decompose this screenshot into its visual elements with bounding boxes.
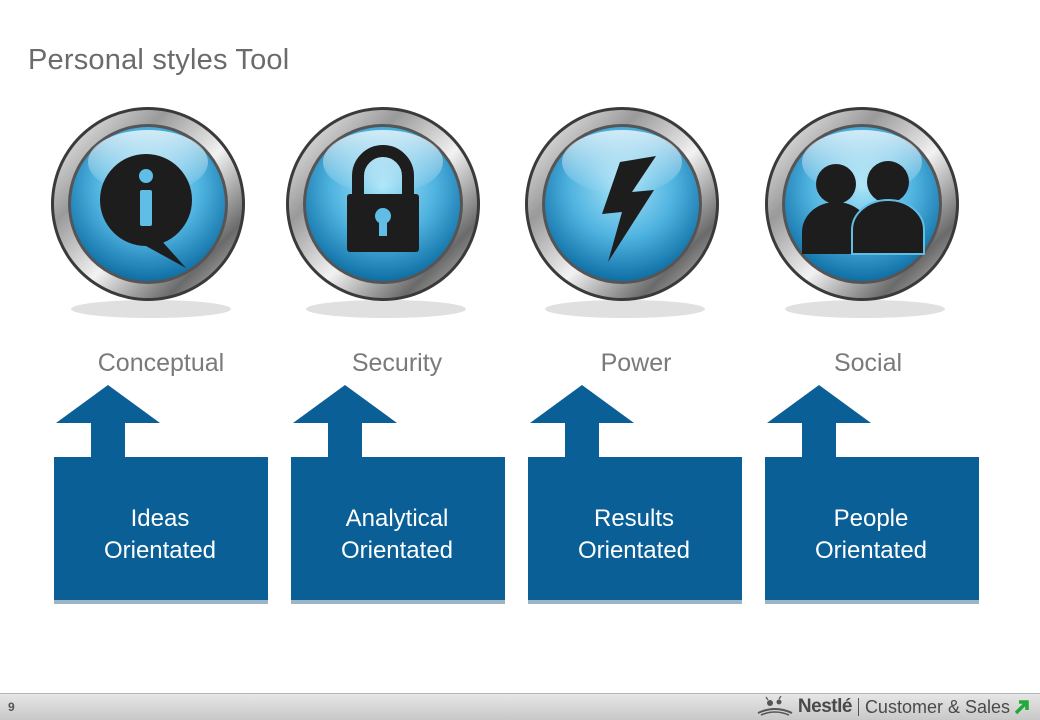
orientation-line1: People: [833, 505, 909, 532]
footer-bar: 9 Nestlé Customer & Sales: [0, 693, 1040, 720]
brand-name: Nestlé: [797, 696, 853, 717]
orientation-line2: Orientated: [577, 537, 691, 564]
brand-logo: Nestlé Customer & Sales: [755, 695, 1030, 719]
orientation-text-ideas: Ideas Orientated: [52, 503, 268, 567]
orientation-line1: Analytical: [345, 505, 449, 532]
arrow-up-right-icon: [1014, 700, 1029, 715]
orientation-line2: Orientated: [814, 537, 928, 564]
style-label-social: Social: [833, 349, 903, 377]
orientation-text-results: Results Orientated: [526, 503, 742, 567]
orientation-line2: Orientated: [340, 537, 454, 564]
orientation-arrow-people: People Orientated: [763, 385, 979, 605]
orientation-arrow-analytical: Analytical Orientated: [289, 385, 505, 605]
orientation-line2: Orientated: [103, 537, 217, 564]
brand-tagline: Customer & Sales: [864, 696, 1010, 717]
orientation-text-people: People Orientated: [763, 503, 979, 567]
orientation-line1: Ideas: [130, 505, 190, 532]
orientation-arrow-ideas: Ideas Orientated: [52, 385, 268, 605]
info-speech-bubble-icon: [48, 104, 248, 319]
padlock-icon: [283, 104, 483, 319]
style-label-power: Power: [600, 349, 672, 377]
brand-separator: [857, 698, 859, 716]
orientation-arrow-results: Results Orientated: [526, 385, 742, 605]
page-number: 9: [8, 700, 15, 714]
people-icon: [762, 104, 962, 319]
orientation-line1: Results: [593, 505, 675, 532]
slide-title: Personal styles Tool: [28, 44, 290, 76]
orientation-text-analytical: Analytical Orientated: [289, 503, 505, 567]
style-label-conceptual: Conceptual: [97, 349, 225, 377]
lightning-bolt-icon: [522, 104, 722, 319]
nest-icon: [757, 696, 793, 716]
style-label-security: Security: [351, 349, 443, 377]
